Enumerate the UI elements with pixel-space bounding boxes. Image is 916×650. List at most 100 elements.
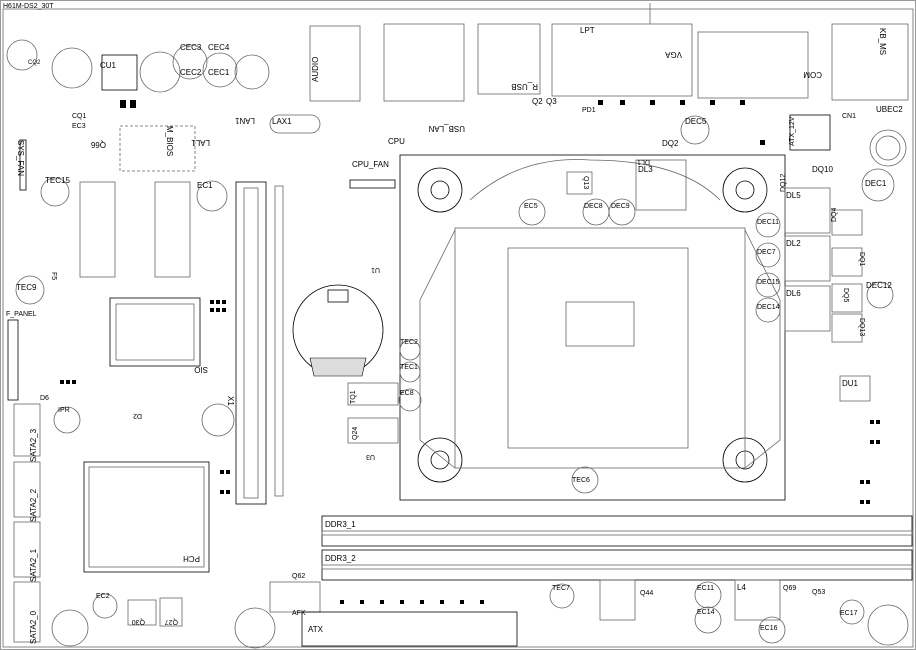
q2-label: Q2 (532, 97, 543, 106)
ec17-label: EC17 (840, 610, 858, 617)
dl5-label: DL5 (786, 191, 801, 200)
lpt-vga-port (551, 23, 693, 97)
q66-label: Q66 (90, 140, 106, 149)
cec2-label: CEC2 (180, 68, 202, 77)
capacitor (234, 54, 270, 90)
com-port (697, 31, 809, 99)
dec12-label: DEC12 (866, 281, 892, 290)
ec3-label: EC3 (72, 123, 86, 130)
usb-lan-label: USB_LAN (428, 124, 465, 133)
vga-label: VGA (664, 50, 682, 59)
cpu-fan-label: CPU_FAN (352, 160, 389, 169)
dec7-label: DEC7 (757, 249, 776, 256)
cmos-battery (292, 284, 384, 377)
lpt-label: LPT (580, 26, 595, 35)
d2-label: D2 (133, 412, 142, 419)
cec1-label: CEC1 (208, 68, 230, 77)
ec5-label: EC5 (524, 203, 538, 210)
cpu-fan-header (349, 179, 396, 189)
q44-label: Q44 (640, 590, 653, 597)
q69-label: Q69 (783, 585, 796, 592)
m-bios-label: M_BIOS (165, 126, 174, 156)
pch-label: PCH (183, 554, 200, 563)
lan1-label: LAN1 (234, 116, 255, 125)
atx-12v-header (789, 114, 831, 151)
q27-label: Q27 (165, 618, 178, 625)
tec15-label: TEC15 (45, 176, 70, 185)
dq10-label: DQ10 (812, 165, 833, 174)
dq4-label: DQ4 (831, 208, 838, 223)
u1-label: U1 (371, 266, 380, 273)
capacitor (6, 39, 38, 71)
sio-chip (109, 297, 201, 367)
board-outline (2, 8, 914, 648)
ec14-label: EC14 (697, 609, 715, 616)
cn1-label: CN1 (842, 113, 856, 120)
ic-block (154, 181, 191, 278)
ec11-label: EC11 (697, 585, 714, 592)
dq1-label: DQ1 (858, 252, 865, 267)
front-panel-header (7, 319, 19, 401)
ec2-label: EC2 (96, 593, 110, 600)
sata2-1-label: SATA2_1 (29, 548, 38, 582)
capacitor (202, 52, 238, 88)
kb-ms-port (831, 23, 909, 101)
q30-label: Q30 (132, 618, 145, 625)
q62-label: Q62 (292, 573, 305, 580)
capacitor (172, 44, 208, 80)
f-panel-label: F_PANEL (6, 311, 37, 318)
r-usb-label: R_USB (511, 82, 538, 91)
ubec2-label: UBEC2 (876, 105, 903, 114)
cpu-socket (399, 154, 786, 501)
pcie-slot (235, 181, 267, 505)
lax1-label: LAX1 (272, 117, 292, 126)
ec1-label: EC1 (197, 181, 213, 190)
ic-block (79, 181, 116, 278)
dq5-label: DQ5 (842, 288, 849, 303)
cec4-label: CEC4 (208, 43, 230, 52)
audio-jack (309, 25, 361, 102)
bios-area (119, 125, 196, 172)
sys-fan-label: SYS_FAN (16, 140, 25, 176)
dl1-label: DL1 (637, 158, 650, 165)
dl2-label: DL2 (786, 239, 801, 248)
atx-12v-label: ATX_12V (789, 116, 796, 146)
cec3-label: CEC3 (180, 43, 202, 52)
dec8-label: DEC8 (584, 203, 603, 210)
sys-fan-header (19, 139, 27, 191)
dq13-label: DQ13 (858, 318, 865, 336)
board-title: H61M-DS2_30T (3, 3, 54, 10)
d6-label: D6 (40, 395, 49, 402)
q13-label: Q13 (582, 176, 589, 189)
audio-label: AUDIO (311, 57, 320, 82)
lal1-label: LAL1 (191, 138, 210, 147)
cpu-label: CPU (388, 137, 405, 146)
passive-components (60, 100, 880, 604)
tec1-label: TEC1 (400, 364, 418, 371)
kb-ms-label: KB_MS (878, 28, 887, 55)
cq2-label: CQ2 (28, 60, 41, 66)
dec9-label: DEC9 (611, 203, 630, 210)
cu1-chip (101, 54, 138, 91)
capacitor (51, 47, 93, 89)
tec9-label: TEC9 (16, 283, 37, 292)
afk-label: AFK (292, 610, 306, 617)
sata2-3-label: SATA2_3 (29, 428, 38, 462)
dec14-label: DEC14 (757, 304, 780, 311)
q53-label: Q53 (812, 589, 825, 596)
rear-usb-port (477, 23, 541, 95)
tec2-label: TEC2 (400, 339, 418, 346)
dec1-label: DEC1 (865, 179, 887, 188)
x1-label: X1 (226, 396, 235, 406)
sata2-0-label: SATA2_0 (29, 610, 38, 644)
sio-label: SIO (194, 365, 208, 374)
dq2-label: DQ2 (662, 139, 679, 148)
cu1-label: CU1 (100, 61, 117, 70)
q24-label: Q24 (352, 427, 359, 440)
dec5-label: DEC5 (685, 117, 707, 126)
ec8-label: EC8 (400, 390, 414, 397)
sata2-2-label: SATA2_2 (29, 488, 38, 522)
pd1-label: PD1 (582, 107, 596, 114)
